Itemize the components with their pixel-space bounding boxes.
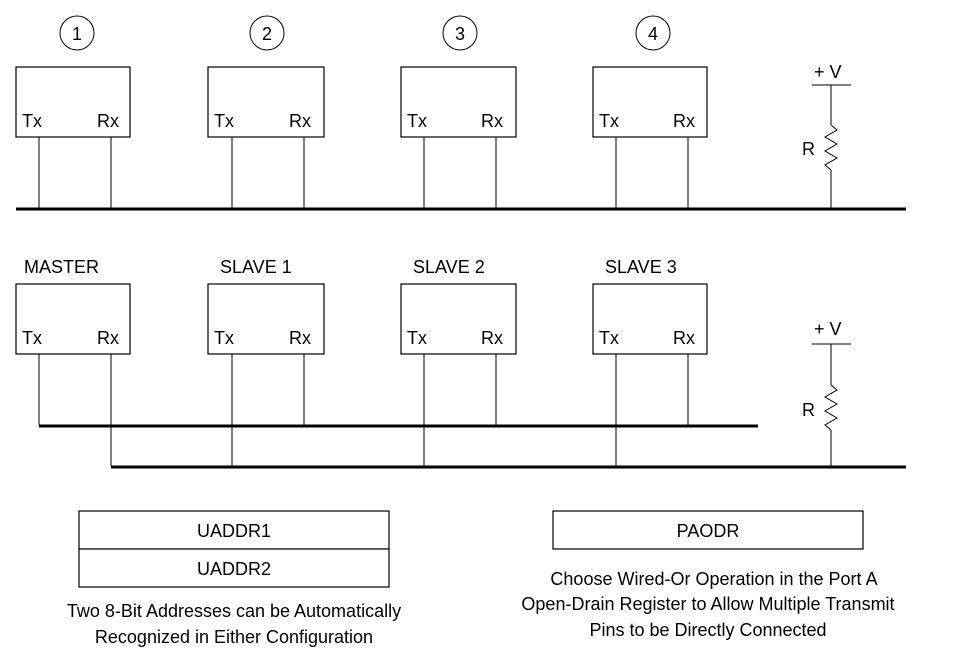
node-box (592, 66, 708, 138)
tx-label: Tx (214, 328, 234, 348)
register-name: PAODR (677, 521, 740, 541)
node-box (207, 283, 325, 355)
tx-label: Tx (214, 111, 234, 131)
node-title: SLAVE 2 (413, 257, 485, 277)
address-registers: UADDR1 UADDR2 Two 8-Bit Addresses can be… (67, 510, 401, 647)
tx-label: Tx (599, 328, 619, 348)
node-title: SLAVE 1 (220, 257, 292, 277)
resistor-icon (824, 384, 838, 431)
rx-label: Rx (481, 328, 503, 348)
rx-label: Rx (289, 328, 311, 348)
node-box (15, 66, 131, 138)
tx-label: Tx (407, 111, 427, 131)
supply-label: + V (814, 319, 842, 339)
resistor-label: R (802, 400, 815, 420)
register-name: UADDR2 (197, 559, 271, 579)
register-box-paodr (552, 510, 864, 550)
node-number-circle (249, 15, 285, 51)
tx-label: Tx (407, 328, 427, 348)
node-number: 3 (455, 24, 465, 44)
node-number: 4 (648, 24, 658, 44)
node-title: SLAVE 3 (605, 257, 677, 277)
register-box-uaddr2 (78, 548, 390, 588)
caption-line: Open-Drain Register to Allow Multiple Tr… (521, 594, 894, 614)
resistor-label: R (802, 139, 815, 159)
port-register: PAODR Choose Wired-Or Operation in the P… (521, 510, 895, 640)
caption-line: Two 8-Bit Addresses can be Automatically (67, 601, 401, 621)
bottom-configuration: MASTER SLAVE 1 SLAVE 2 SLAVE 3 Tx Rx Tx … (15, 257, 906, 469)
supply-label: + V (814, 62, 842, 82)
register-box-uaddr1 (78, 510, 390, 550)
caption-line: Choose Wired-Or Operation in the Port A (550, 569, 877, 589)
tx-label: Tx (599, 111, 619, 131)
tx-label: Tx (22, 111, 42, 131)
rx-label: Rx (97, 328, 119, 348)
rx-label: Rx (481, 111, 503, 131)
resistor-icon (824, 124, 838, 171)
rx-label: Rx (673, 111, 695, 131)
node-number: 1 (72, 24, 82, 44)
node-number-circle (59, 15, 95, 51)
node-box (400, 283, 517, 355)
tx-label: Tx (22, 328, 42, 348)
rx-label: Rx (289, 111, 311, 131)
node-title: MASTER (24, 257, 99, 277)
node-box (592, 283, 708, 355)
node-box (207, 66, 325, 138)
node-box (400, 66, 517, 138)
rx-label: Rx (673, 328, 695, 348)
rx-label: Rx (97, 111, 119, 131)
node-number-circle (442, 15, 478, 51)
register-name: UADDR1 (197, 521, 271, 541)
node-number-circle (635, 15, 671, 51)
caption-line: Recognized in Either Configuration (95, 627, 373, 647)
node-box (15, 283, 131, 355)
node-number: 2 (262, 24, 272, 44)
caption-line: Pins to be Directly Connected (589, 620, 826, 640)
top-configuration: 1 2 3 4 Tx Rx Tx Rx Tx Rx Tx Rx + V (15, 15, 906, 211)
